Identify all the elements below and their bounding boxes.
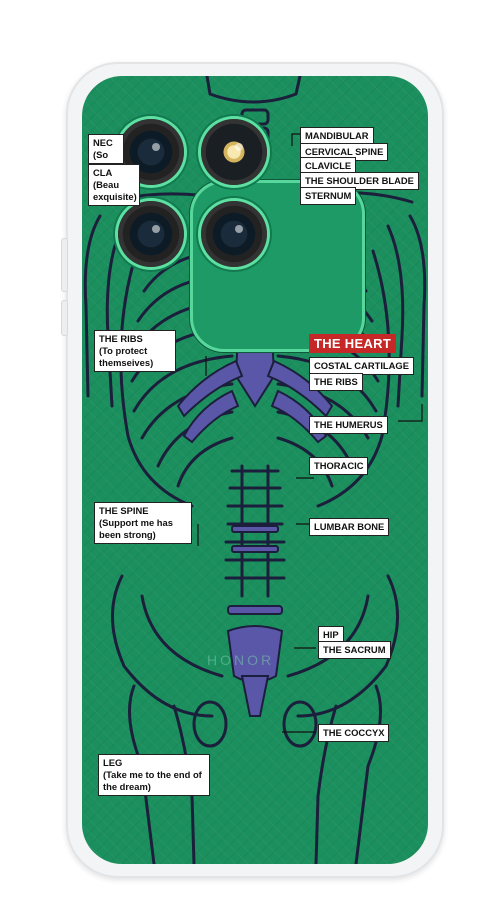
- label-sternum: STERNUM: [300, 187, 357, 205]
- label-leg: LEG (Take me to the end of the dream): [98, 754, 210, 796]
- label-ribs-left: THE RIBS (To protect themseives): [94, 330, 176, 372]
- brand-watermark: HONOR: [207, 652, 275, 668]
- label-neck: NEC (So: [88, 134, 124, 164]
- label-ribs-left-sub: (To protect themseives): [99, 345, 154, 368]
- power-button-cutout: [61, 300, 68, 336]
- label-humerus: THE HUMERUS: [309, 416, 388, 434]
- label-lumbar: LUMBAR BONE: [309, 518, 390, 536]
- label-spine-sub: (Support me has been strong): [99, 517, 173, 540]
- label-leg-title: LEG: [103, 757, 123, 768]
- label-thoracic: THORACIC: [309, 457, 369, 475]
- label-clavicle-left-sub: (Beau: [93, 179, 120, 190]
- camera-lens-wide-icon: [118, 201, 184, 267]
- label-heart: THE HEART: [309, 334, 397, 353]
- label-sacrum: THE SACRUM: [318, 641, 391, 659]
- label-neck-title: NEC: [93, 137, 113, 148]
- label-clavicle-left-sub2: exquisite): [93, 191, 137, 202]
- label-shoulder-blade: THE SHOULDER BLADE: [300, 172, 419, 190]
- label-spine: THE SPINE (Support me has been strong): [94, 502, 192, 544]
- label-neck-sub: (So: [93, 149, 109, 160]
- camera-flash-icon: [201, 119, 267, 185]
- volume-button-cutout: [61, 238, 68, 292]
- camera-lens-depth-icon: [201, 201, 267, 267]
- label-coccyx: THE COCCYX: [318, 724, 390, 742]
- label-clavicle-left: CLA (Beau exquisite): [88, 164, 140, 206]
- label-ribs-left-title: THE RIBS: [99, 333, 143, 344]
- label-leg-sub: (Take me to the end of the dream): [103, 769, 202, 792]
- label-clavicle-left-title: CLA: [93, 167, 113, 178]
- label-ribs-right: THE RIBS: [309, 373, 363, 391]
- label-spine-title: THE SPINE: [99, 505, 149, 516]
